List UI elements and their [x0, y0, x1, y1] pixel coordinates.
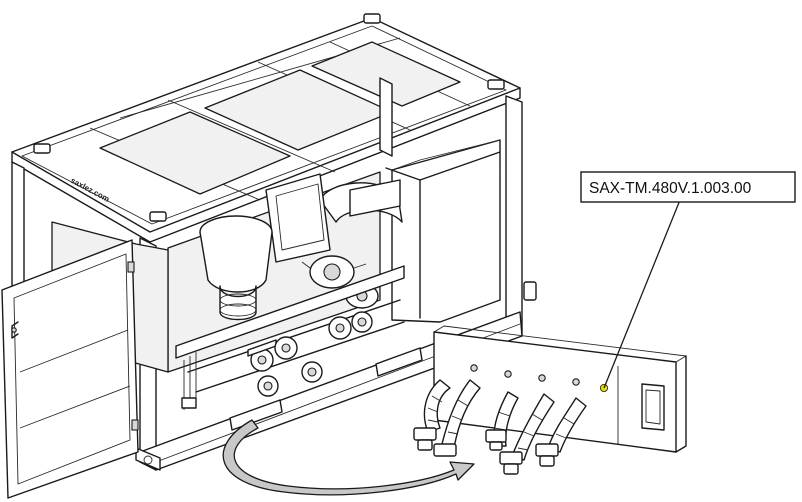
cabinet-door: [1, 221, 169, 499]
container-frame: saxlez.com: [11, 13, 523, 471]
vessel-pump-icon: [219, 285, 257, 321]
hose-icon: [413, 379, 451, 451]
callout-label: SAX-TM.480V.1.003.00: [589, 180, 752, 197]
electrical-cabinet: [391, 139, 501, 323]
lifting-lug-icon: [33, 143, 51, 154]
mounting-beam: [175, 265, 405, 359]
lifting-lug-icon: [487, 79, 505, 90]
hose-icon: [499, 393, 555, 475]
internal-equipment: [167, 139, 501, 410]
callout-box: [580, 171, 796, 203]
hose-icon: [535, 397, 587, 467]
lifting-lug-icon: [149, 211, 167, 222]
door-handle-icon: [11, 321, 19, 339]
clamp-icon: [523, 281, 537, 301]
valve-icon: [247, 339, 277, 372]
hinge-icon: [131, 419, 139, 431]
hose-icon: [433, 379, 481, 457]
valve-icon: [351, 311, 373, 333]
lifting-lug-icon: [363, 13, 381, 24]
part-number-callout: SAX-TM.480V.1.003.00: [580, 171, 796, 389]
filter-housing: [265, 173, 331, 263]
valve-icon: [274, 336, 298, 360]
door-panel: [1, 239, 139, 499]
hose-icon: [485, 391, 519, 451]
hinge-icon: [127, 261, 135, 273]
valve-icon: [328, 316, 352, 340]
rotation-arrow-icon: [222, 419, 475, 496]
manifold-module: [413, 325, 687, 475]
module-display-window: [641, 383, 665, 431]
callout-leader-line: [603, 199, 681, 389]
valve-icon: [301, 361, 323, 383]
valve-icon: [257, 375, 279, 397]
